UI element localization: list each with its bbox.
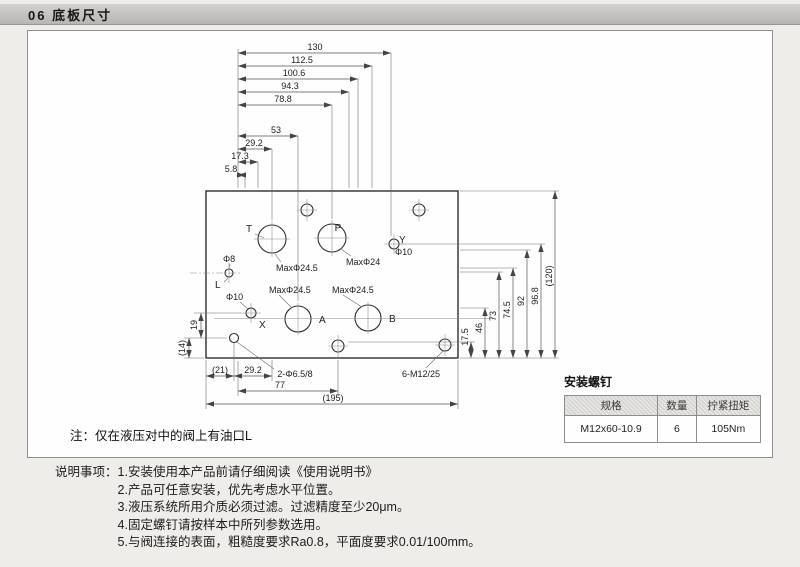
dim-pin-holes: 2-Φ6.5/8 [277,369,312,379]
dim-14: (14) [177,340,187,356]
dim-53: 53 [271,125,281,135]
dim-195: (195) [322,393,343,403]
dim-120: (120) [544,265,554,286]
screw-col-torque: 拧紧扭矩 [695,395,762,416]
screw-torque-value: 105Nm [695,415,762,443]
dimension-lines [186,50,558,407]
port-a-max-diameter: MaxΦ24.5 [269,285,311,295]
dim-46: 46 [474,323,484,333]
dim-112-5: 112.5 [291,55,313,65]
port-labels: T P Y Φ10 L Φ8 Φ10 X A B MaxΦ24.5 MaxΦ24… [215,223,412,331]
dim-17-3: 17.3 [231,151,249,161]
port-b-max-diameter: MaxΦ24.5 [332,285,374,295]
page-header: 06 底板尺寸 [0,4,800,25]
dim-92: 92 [516,296,526,306]
dim-74-5: 74.5 [502,301,512,319]
screw-col-qty: 数量 [657,395,697,416]
dim-77: 77 [275,380,285,390]
dim-96-8: 96.8 [530,287,540,305]
screw-qty-value: 6 [657,415,697,443]
drawing-note: 注：仅在液压对中的阀上有油口L [70,429,252,443]
drawing-panel: 130 112.5 100.6 94.3 78.8 53 29.2 17.3 5… [27,30,773,458]
notes-section: 说明事项： 1.安装使用本产品前请仔细阅读《使用说明书》 2.产品可任意安装，优… [55,464,481,552]
port-t-max-diameter: MaxΦ24.5 [276,263,318,273]
centerlines [190,199,493,357]
note-item-3: 3.液压系统所用介质必须过滤。过滤精度至少20μm。 [117,500,410,514]
note-item-4: 4.固定螺钉请按样本中所列参数选用。 [117,517,328,532]
port-b-label: B [389,314,396,325]
dim-100-6: 100.6 [283,68,306,78]
screw-table-row: M12x60-10.9 6 105Nm [563,415,762,443]
dim-29-2-top: 29.2 [245,138,263,148]
port-x-label: X [259,320,266,331]
port-a-label: A [319,315,326,326]
dim-mount-holes: 6-M12/25 [402,369,440,379]
dim-5-8: 5.8 [225,164,238,174]
dim-17-5: 17.5 [460,328,470,346]
pin-hole-bottom-left [228,332,240,344]
notes-items: 1.安装使用本产品前请仔细阅读《使用说明书》 2.产品可任意安装，优先考虑水平位… [118,464,481,552]
port-t-label: T [246,224,252,235]
port-x-diameter: Φ10 [226,292,243,302]
screw-col-spec: 规格 [563,395,659,416]
dim-94-3: 94.3 [281,81,299,91]
dim-29-2-bottom: 29.2 [244,365,262,375]
dim-21: (21) [212,365,228,375]
port-y-label: Y [399,235,406,246]
extension-lines [184,49,559,409]
note-item-2: 2.产品可任意安装，优先考虑水平位置。 [117,482,341,497]
note-item-5: 5.与阀连接的表面，粗糙度要求Ra0.8，平面度要求0.01/100mm。 [117,535,481,549]
screw-table-header-row: 规格 数量 拧紧扭矩 [563,395,762,416]
dim-73: 73 [488,311,498,321]
port-p-label: P [335,223,342,234]
dimension-drawing: 130 112.5 100.6 94.3 78.8 53 29.2 17.3 5… [177,42,559,409]
note-item-1: 1.安装使用本产品前请仔细阅读《使用说明书》 [117,465,378,479]
port-p-max-diameter: MaxΦ24 [346,257,380,267]
screw-table-block: 安装螺钉 规格 数量 拧紧扭矩 M12x60-10.9 6 105Nm [563,373,764,443]
dim-78-8: 78.8 [274,94,292,104]
page-title: 06 底板尺寸 [28,7,113,23]
screw-spec-value: M12x60-10.9 [563,415,659,443]
screw-table-title: 安装螺钉 [564,375,613,389]
port-y-diameter: Φ10 [395,247,412,257]
notes-label: 说明事项： [55,465,118,479]
dim-130: 130 [307,42,322,52]
dimension-labels: 130 112.5 100.6 94.3 78.8 53 29.2 17.3 5… [177,42,554,403]
port-l-diameter: Φ8 [223,254,235,264]
screw-table: 规格 数量 拧紧扭矩 M12x60-10.9 6 105Nm [563,395,762,443]
dim-19: 19 [189,320,199,330]
port-l-label: L [215,280,221,291]
